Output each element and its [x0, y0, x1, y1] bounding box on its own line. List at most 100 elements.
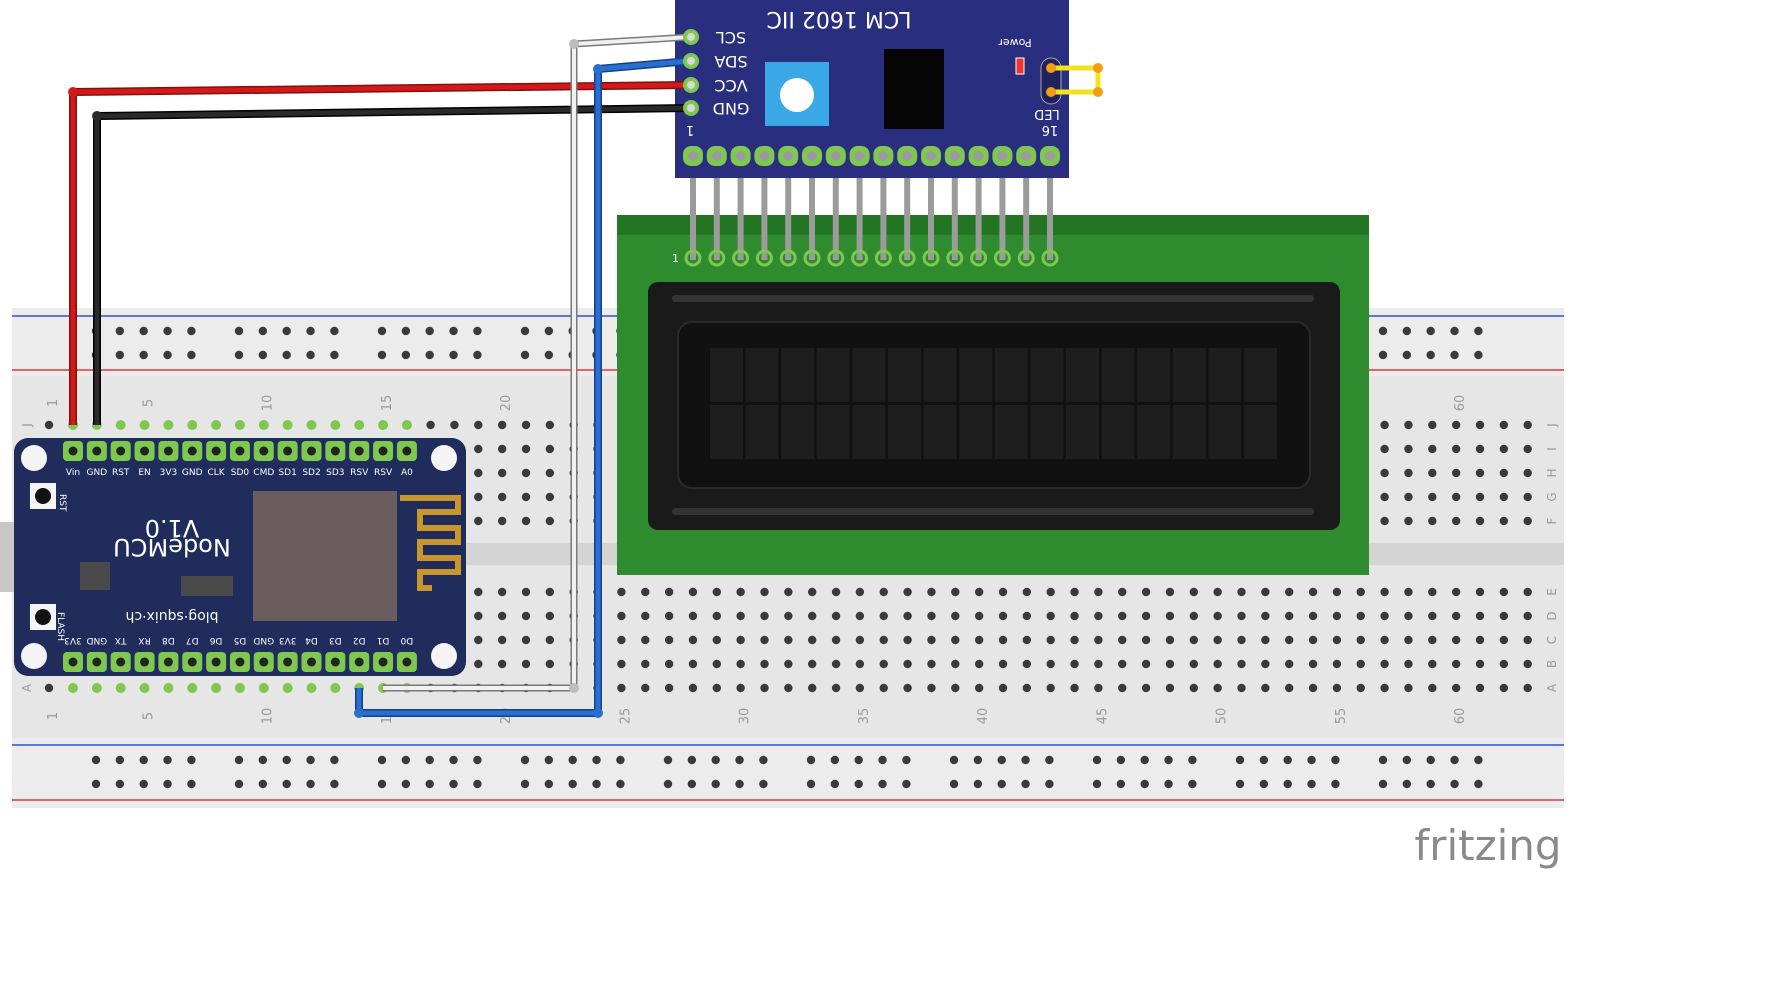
power-rail-hole	[1164, 779, 1173, 789]
power-rail-hole	[878, 779, 887, 789]
power-label: Power	[998, 36, 1032, 49]
breadboard-hole	[1356, 611, 1365, 621]
breadboard-hole	[545, 587, 555, 597]
lcd-pin	[803, 249, 821, 267]
breadboard-hole	[1523, 683, 1532, 693]
nodemcu-pin[interactable]	[68, 657, 78, 667]
nodemcu-pin[interactable]	[235, 446, 245, 456]
nodemcu-pin[interactable]	[163, 657, 173, 667]
power-rail-hole	[282, 326, 291, 336]
nodemcu-pin[interactable]	[402, 446, 412, 456]
nodemcu-pin[interactable]	[187, 657, 197, 667]
nodemcu-pin[interactable]	[140, 446, 150, 456]
nodemcu-pin[interactable]	[378, 446, 388, 456]
breadboard-hole	[1499, 516, 1509, 526]
breadboard-hole	[712, 611, 721, 621]
nodemcu-pin[interactable]	[259, 657, 269, 667]
lcd-pin	[684, 249, 702, 267]
nodemcu-pin[interactable]	[330, 446, 340, 456]
power-rail-hole	[759, 755, 768, 765]
nodemcu-bottom-pin-label: D3	[329, 635, 342, 645]
potentiometer-knob[interactable]	[780, 78, 814, 112]
power-rail-hole	[306, 350, 315, 360]
breadboard-pin-highlight	[258, 683, 269, 693]
breadboard-hole	[1237, 683, 1246, 693]
nodemcu-pin[interactable]	[307, 657, 316, 667]
breadboard-hole	[1070, 683, 1079, 693]
breadboard-hole	[736, 659, 745, 669]
breadboard-hole	[1141, 635, 1151, 645]
breadboard-hole	[1070, 611, 1079, 621]
nodemcu-pin[interactable]	[354, 657, 364, 667]
breadboard-hole	[1475, 659, 1485, 669]
breadboard-hole	[808, 659, 817, 669]
led-jumper[interactable]	[1040, 57, 1103, 105]
power-rail-hole	[234, 326, 244, 336]
nodemcu-pin[interactable]	[354, 446, 364, 456]
nodemcu-pin[interactable]	[211, 657, 221, 667]
breadboard-hole	[1475, 635, 1485, 645]
wire-d1-scl[interactable]	[383, 35, 691, 690]
breadboard-hole	[1499, 659, 1509, 669]
column-number-label: 35	[857, 708, 872, 725]
breadboard-hole	[1165, 587, 1175, 597]
nodemcu-pin[interactable]	[187, 446, 197, 456]
breadboard-hole	[1332, 587, 1342, 597]
breadboard-hole	[1308, 683, 1318, 693]
lcd-character-cell	[1172, 348, 1206, 402]
nodemcu-name: NodeMCU	[113, 533, 231, 561]
breadboard-hole	[855, 587, 865, 597]
power-rail-hole	[1450, 326, 1459, 336]
breadboard-pin-highlight	[330, 420, 341, 430]
breadboard-hole	[1523, 444, 1532, 454]
lcd-pin	[874, 249, 892, 267]
power-rail-hole	[401, 326, 411, 336]
nodemcu-pin[interactable]	[163, 446, 173, 456]
breadboard-hole	[784, 587, 793, 597]
power-rail-hole	[473, 779, 482, 789]
nodemcu-pin[interactable]	[307, 446, 316, 456]
nodemcu-pin[interactable]	[283, 446, 293, 456]
breadboard-hole	[1475, 683, 1485, 693]
rst-button-cap[interactable]	[35, 488, 51, 504]
breadboard-hole	[1094, 635, 1103, 645]
breadboard-hole	[474, 659, 483, 669]
nodemcu-pin[interactable]	[140, 657, 150, 667]
breadboard-hole	[497, 468, 507, 478]
power-rail-hole	[711, 755, 720, 765]
breadboard-hole	[760, 587, 769, 597]
nodemcu-pin[interactable]	[116, 657, 126, 667]
breadboard-hole	[688, 659, 698, 669]
rst-label: RST	[57, 494, 67, 512]
nodemcu-pin[interactable]	[116, 446, 126, 456]
breadboard-hole	[497, 611, 507, 621]
nodemcu-pin[interactable]	[378, 657, 388, 667]
column-number-label: 45	[1095, 708, 1110, 725]
header-pin-leg	[975, 160, 982, 260]
nodemcu-pin[interactable]	[92, 657, 102, 667]
nodemcu-pin[interactable]	[235, 657, 245, 667]
breadboard-hole	[808, 635, 817, 645]
i2c-header-pins	[683, 29, 699, 116]
breadboard-pin-highlight	[163, 420, 174, 430]
nodemcu-pin[interactable]	[68, 446, 78, 456]
nodemcu-pin[interactable]	[211, 446, 221, 456]
nodemcu-pin[interactable]	[402, 657, 412, 667]
nodemcu-pin[interactable]	[330, 657, 340, 667]
flash-button-cap[interactable]	[35, 609, 51, 625]
breadboard-hole	[1404, 492, 1413, 502]
breadboard-hole	[1499, 468, 1509, 478]
breadboard-hole	[974, 587, 984, 597]
power-rail-hole	[1259, 755, 1269, 765]
power-rail-hole	[115, 779, 125, 789]
breadboard-hole	[760, 611, 769, 621]
breadboard-hole	[1475, 468, 1485, 478]
nodemcu-pin[interactable]	[259, 446, 269, 456]
nodemcu-pin[interactable]	[92, 446, 102, 456]
power-rail-hole	[1426, 779, 1435, 789]
breadboard-hole	[521, 468, 531, 478]
power-rail-hole	[139, 326, 148, 336]
breadboard-hole	[1285, 587, 1294, 597]
nodemcu-pin[interactable]	[283, 657, 293, 667]
breadboard-hole	[1285, 683, 1294, 693]
